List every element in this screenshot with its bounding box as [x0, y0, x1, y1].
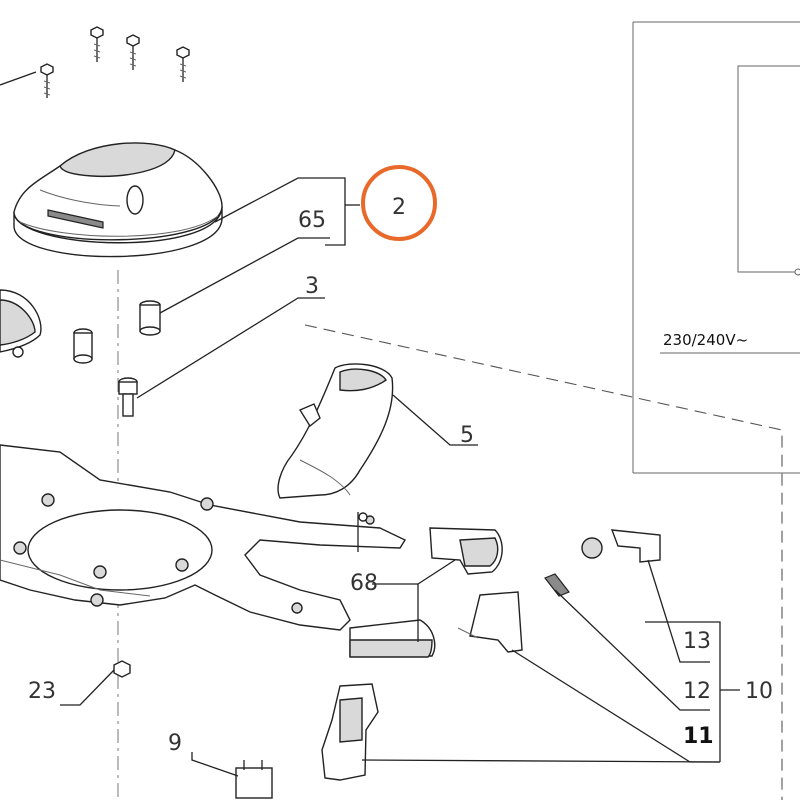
dashed-assembly-line	[304, 324, 783, 800]
connector-part	[235, 760, 273, 799]
leader-lines	[60, 177, 740, 777]
label-part-23: 23	[28, 679, 56, 704]
screw-set-top	[0, 26, 190, 98]
label-part-13: 13	[683, 629, 711, 654]
label-part-11: 11	[683, 724, 714, 749]
spring-pin-part	[544, 573, 570, 597]
label-part-10: 10	[745, 679, 773, 704]
screw-3	[176, 46, 190, 82]
left-knob-part	[0, 289, 42, 358]
label-part-65: 65	[298, 208, 326, 233]
switch-body-part	[321, 683, 379, 781]
wiring-schematic: 230/240V~	[632, 21, 800, 474]
highlight-circle-part-2	[361, 165, 437, 241]
screw-4	[0, 63, 54, 98]
label-part-12: 12	[683, 679, 711, 704]
spring-clip-part	[581, 529, 661, 563]
label-part-3: 3	[305, 274, 319, 299]
latch-part-upper	[429, 527, 503, 575]
screw-1	[90, 26, 104, 62]
latch-part-lower	[349, 619, 436, 658]
bushing-65	[139, 300, 161, 336]
label-part-2: 2	[392, 195, 406, 220]
screw-2	[126, 34, 140, 70]
bushing-left	[73, 328, 93, 364]
dome-cap-part	[13, 142, 223, 258]
voltage-label: 230/240V~	[663, 331, 748, 349]
nut-part	[113, 660, 131, 678]
label-part-68: 68	[350, 571, 378, 596]
label-part-9: 9	[168, 731, 182, 756]
handle-part	[277, 363, 394, 499]
bolt-part	[118, 377, 138, 417]
main-bracket-plate	[0, 444, 407, 631]
label-part-5: 5	[460, 423, 474, 448]
wire-bracket-part	[457, 591, 523, 653]
